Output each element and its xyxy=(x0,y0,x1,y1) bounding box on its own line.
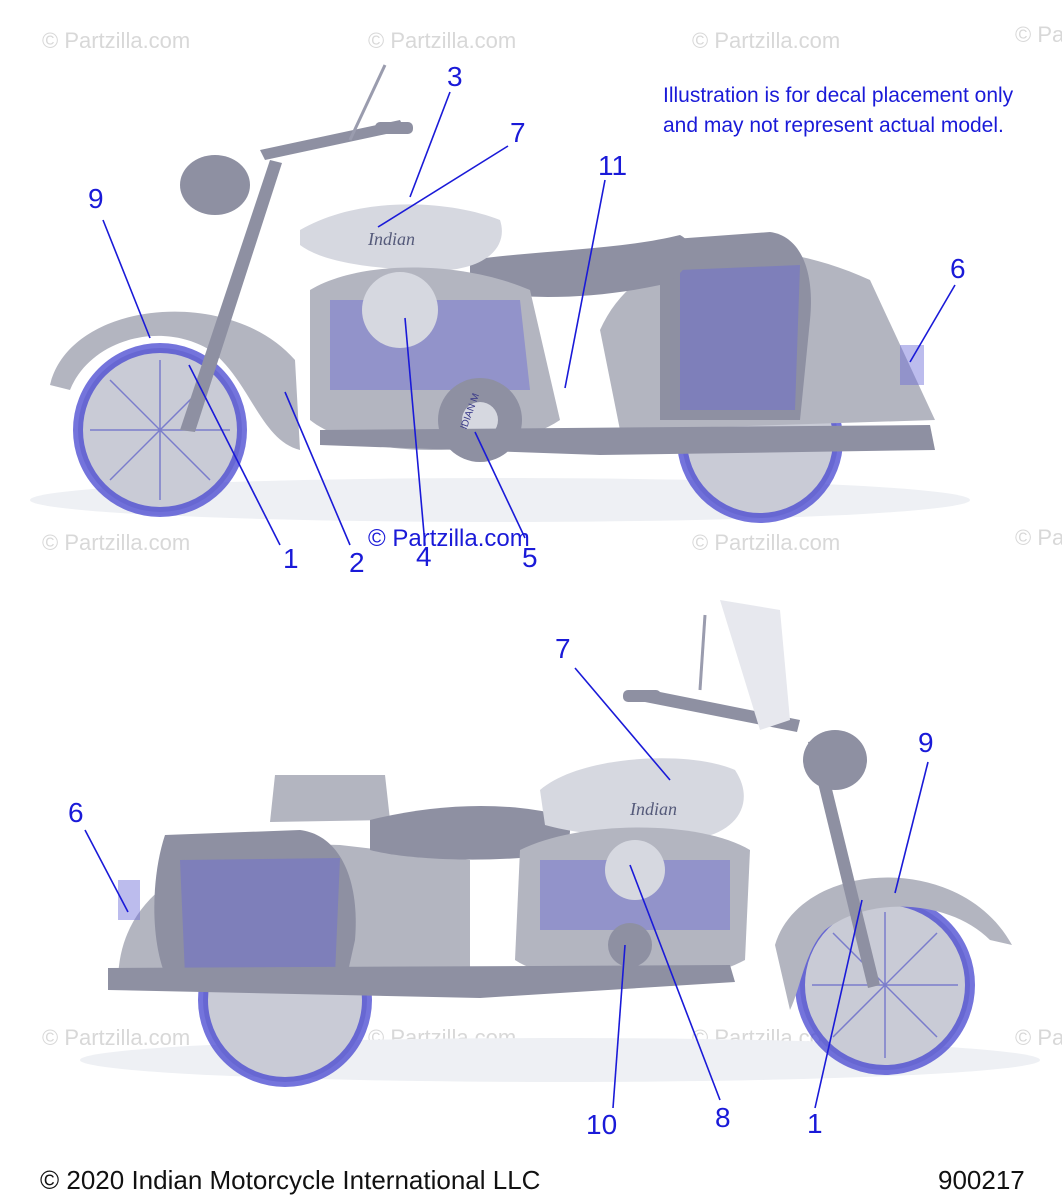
callout-7: 7 xyxy=(555,633,571,664)
air-cleaner-cover xyxy=(362,272,438,348)
watermark: © Partzilla.com xyxy=(1015,22,1062,47)
tail-light xyxy=(118,880,140,920)
front-fork xyxy=(180,160,282,432)
callouts-top: 1 2 3 4 5 6 7 9 11 © Partzilla.com xyxy=(88,61,966,578)
air-cleaner-cover xyxy=(605,840,665,900)
primary-cover xyxy=(608,923,652,967)
saddlebag xyxy=(660,232,811,420)
tank-script-logo: Indian xyxy=(629,799,677,819)
illustration-note-line2: and may not represent actual model. xyxy=(663,114,1004,137)
watermark: © Partzilla.com xyxy=(692,28,840,53)
headlight xyxy=(803,730,867,790)
fuel-tank xyxy=(300,204,502,271)
front-fork xyxy=(808,740,880,988)
watermark: © Partzilla.com xyxy=(42,1025,190,1050)
callout-9: 9 xyxy=(918,727,934,758)
copyright-text: © 2020 Indian Motorcycle International L… xyxy=(40,1165,540,1195)
callout-6: 6 xyxy=(950,253,966,284)
headlight xyxy=(180,155,250,215)
callout-6: 6 xyxy=(68,797,84,828)
callout-11: 11 xyxy=(598,150,627,181)
engine xyxy=(515,827,750,983)
callout-7: 7 xyxy=(510,117,526,148)
watermark-overlay: © Partzilla.com xyxy=(368,525,530,552)
mirror xyxy=(698,614,707,691)
fuel-tank xyxy=(540,758,744,839)
callout-10: 10 xyxy=(586,1109,617,1140)
callout-1: 1 xyxy=(807,1108,823,1139)
motorcycle-right-side-view: Indian INDIAN M xyxy=(30,64,970,523)
watermark: © Partzilla.com xyxy=(692,530,840,555)
front-fender xyxy=(775,877,1012,1010)
tail-light xyxy=(900,345,924,385)
callout-5: 5 xyxy=(522,542,538,573)
windshield xyxy=(720,600,790,730)
luggage-rack xyxy=(270,775,390,822)
seat xyxy=(370,805,571,860)
tank-script-logo: Indian xyxy=(367,229,415,249)
seat xyxy=(470,235,691,297)
callout-2: 2 xyxy=(349,547,365,578)
watermark: © Partzilla.com xyxy=(368,28,516,53)
front-fender xyxy=(50,311,300,450)
callout-4: 4 xyxy=(416,541,432,572)
exhaust-pipe xyxy=(320,425,935,455)
illustration-note-line1: Illustration is for decal placement only xyxy=(663,84,1014,107)
callout-3: 3 xyxy=(447,61,463,92)
callout-1: 1 xyxy=(283,543,299,574)
diagram-number: 900217 xyxy=(938,1165,1025,1195)
watermark: © Partzilla.com xyxy=(1015,1025,1062,1050)
motorcycle-left-side-view: Indian xyxy=(80,600,1040,1087)
watermark: © Partzilla.com xyxy=(1015,525,1062,550)
callouts-bottom: 1 6 7 8 9 10 xyxy=(68,633,934,1140)
callout-8: 8 xyxy=(715,1102,731,1133)
mirror xyxy=(348,64,387,141)
watermark: © Partzilla.com xyxy=(42,28,190,53)
exhaust-pipe xyxy=(108,965,735,998)
saddlebag xyxy=(154,830,356,985)
callout-9: 9 xyxy=(88,183,104,214)
handlebar xyxy=(260,120,405,160)
watermark: © Partzilla.com xyxy=(42,530,190,555)
